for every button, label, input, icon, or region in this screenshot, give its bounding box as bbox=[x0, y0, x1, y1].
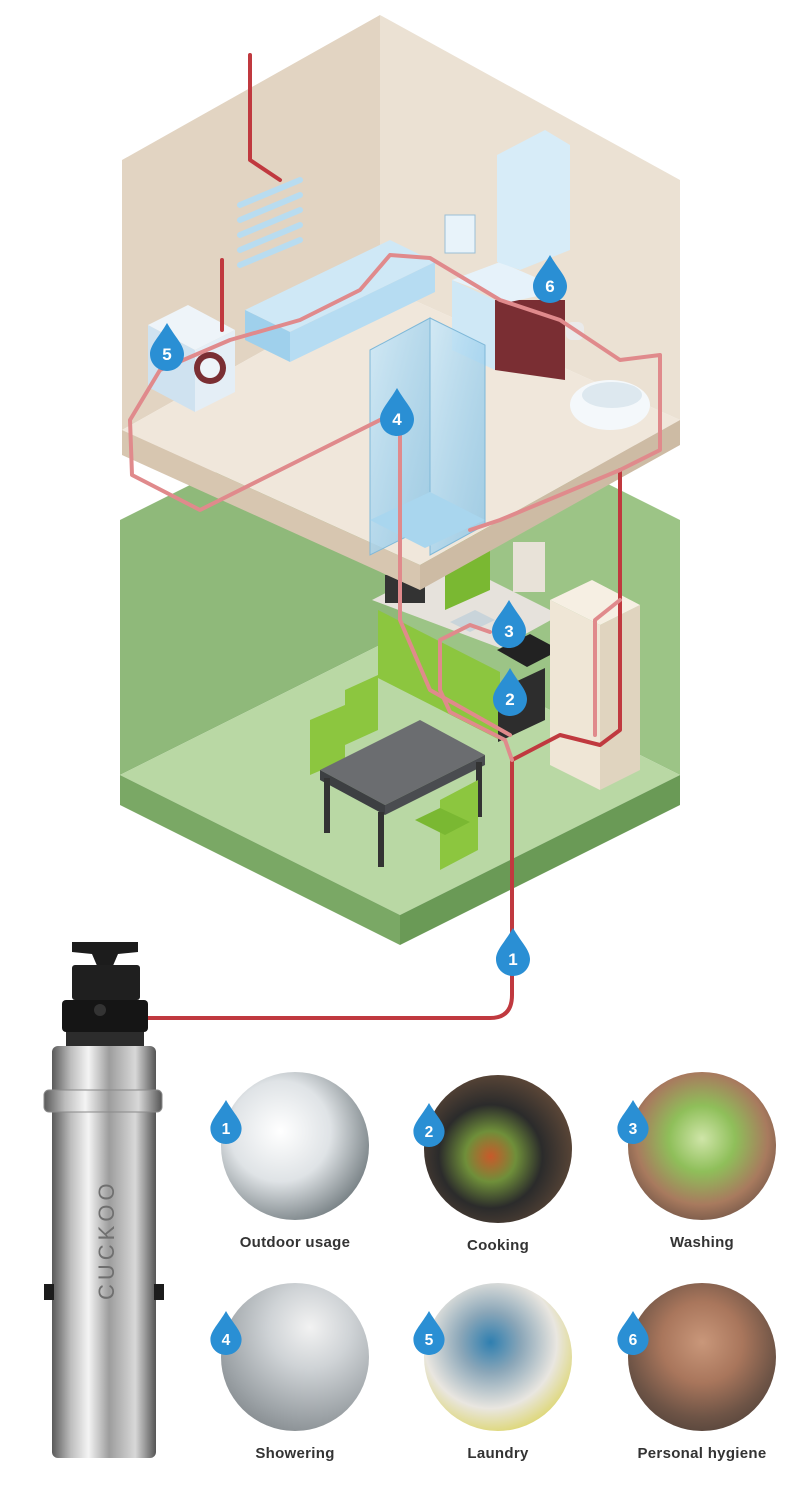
pipe-fridge bbox=[593, 598, 622, 737]
pipe-upper-loop bbox=[128, 253, 662, 512]
filter-head bbox=[62, 1000, 148, 1032]
table-leg-3 bbox=[476, 762, 482, 817]
bathtub-side bbox=[290, 262, 435, 362]
usage-marker-3: 3 bbox=[617, 1100, 649, 1144]
usage-marker-4: 4 bbox=[210, 1311, 242, 1355]
outdoor-usage-photo bbox=[221, 1072, 369, 1220]
filter-ring bbox=[43, 1089, 163, 1113]
usage-label: Showering bbox=[255, 1445, 335, 1462]
ground-floor-slab-left bbox=[120, 775, 400, 945]
marker-5: 5 bbox=[150, 323, 184, 371]
laundry-photo bbox=[424, 1283, 572, 1431]
fridge-top bbox=[550, 580, 640, 625]
svg-text:1: 1 bbox=[508, 950, 517, 969]
chair-back-1 bbox=[310, 705, 345, 775]
usage-label: Personal hygiene bbox=[637, 1445, 767, 1462]
water-filter: CUCKOO bbox=[43, 942, 164, 1458]
personal-hygiene-photo bbox=[628, 1283, 776, 1431]
ground-floor-slab-right bbox=[400, 775, 680, 945]
filter-handle bbox=[72, 942, 138, 968]
pipe-riser bbox=[220, 53, 282, 332]
table-top bbox=[320, 720, 485, 805]
usage-label: Washing bbox=[669, 1234, 735, 1251]
marker-6: 6 bbox=[533, 255, 567, 303]
svg-text:1: 1 bbox=[222, 1121, 231, 1138]
washing-machine-top bbox=[148, 305, 235, 350]
upper-slab-left bbox=[122, 430, 420, 590]
svg-text:5: 5 bbox=[425, 1332, 434, 1349]
cooktop bbox=[497, 634, 560, 667]
usage-marker-2: 2 bbox=[413, 1103, 445, 1147]
pipes bbox=[128, 53, 662, 1020]
filter-brand: CUCKOO bbox=[94, 1179, 119, 1300]
svg-text:2: 2 bbox=[425, 1124, 434, 1141]
usage-label: Laundry bbox=[467, 1445, 529, 1462]
table-leg-2 bbox=[378, 812, 384, 867]
marker-1: 1 bbox=[496, 928, 530, 976]
pipe-shower bbox=[398, 408, 512, 737]
pipe-supply-main bbox=[143, 468, 622, 1020]
showering-photo bbox=[221, 1283, 369, 1431]
chair-back-2 bbox=[345, 675, 378, 745]
svg-text:6: 6 bbox=[545, 277, 554, 296]
pipe-cross bbox=[468, 468, 622, 532]
table-edge-right bbox=[385, 755, 485, 815]
towel-rack bbox=[444, 214, 476, 254]
svg-text:2: 2 bbox=[505, 690, 514, 709]
table-edge bbox=[320, 770, 385, 815]
usage-marker-6: 6 bbox=[617, 1311, 649, 1355]
usage-label: Outdoor usage bbox=[239, 1234, 351, 1251]
marker-3: 3 bbox=[492, 600, 526, 648]
upper-slab-right bbox=[420, 420, 680, 590]
mirror-cabinet bbox=[497, 130, 570, 270]
svg-text:3: 3 bbox=[504, 622, 513, 641]
marker-4: 4 bbox=[380, 388, 414, 436]
svg-text:5: 5 bbox=[162, 345, 171, 364]
filter-collar bbox=[66, 1032, 144, 1046]
cooking-photo bbox=[424, 1075, 572, 1223]
fridge-front bbox=[550, 600, 600, 790]
svg-text:6: 6 bbox=[629, 1332, 638, 1349]
dining-set bbox=[310, 675, 485, 870]
kitchen-hood bbox=[513, 542, 545, 592]
bathtub-front bbox=[245, 310, 290, 362]
svg-text:3: 3 bbox=[629, 1121, 638, 1138]
svg-text:4: 4 bbox=[222, 1332, 231, 1349]
pipe-kitchen bbox=[438, 623, 514, 762]
chair-seat bbox=[415, 808, 470, 835]
bathtub-top bbox=[245, 240, 435, 332]
washing-photo bbox=[628, 1072, 776, 1220]
usage-marker-5: 5 bbox=[413, 1311, 445, 1355]
filter-body bbox=[52, 1046, 156, 1458]
table-leg-1 bbox=[324, 778, 330, 833]
marker-2: 2 bbox=[493, 668, 527, 716]
towel-radiator bbox=[237, 177, 303, 268]
usage-label: Cooking bbox=[466, 1237, 530, 1254]
filter-valve bbox=[72, 965, 140, 1000]
diagram-markers: 1 2 3 4 5 6 bbox=[150, 255, 567, 976]
sink bbox=[450, 610, 495, 632]
svg-text:4: 4 bbox=[392, 410, 402, 429]
vanity-drawers bbox=[495, 300, 565, 380]
usage-marker-1: 1 bbox=[210, 1100, 242, 1144]
